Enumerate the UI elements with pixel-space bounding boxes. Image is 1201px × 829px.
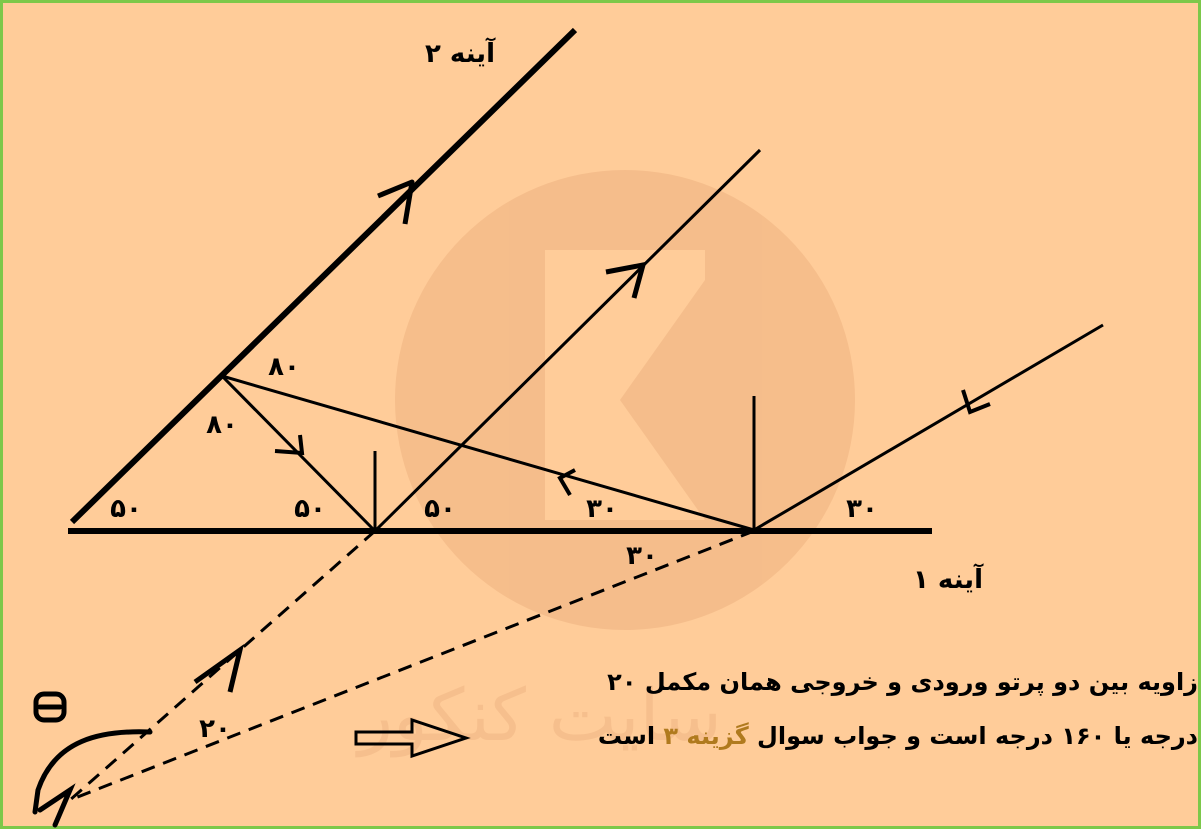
- angle-label-left-80: ۸۰: [206, 410, 238, 440]
- dashed-extension-in: [69, 529, 755, 802]
- incident-ray: [753, 323, 1104, 532]
- explanation-line-2-part-1: درجه یا ۱۶۰ درجه است و جواب سوال: [749, 722, 1198, 750]
- ray-arrow-mirror2: [377, 179, 415, 225]
- reflected-ray-1: [221, 374, 755, 532]
- outgoing-ray-arrow: [605, 261, 647, 299]
- angle-label-midleft-50: ۵۰: [294, 494, 326, 524]
- reflected-ray-1-arrow: [557, 468, 576, 497]
- explanation-line-1: زاویه بین دو پرتو ورودی و خروجی همان مکم…: [607, 668, 1198, 696]
- outgoing-ray: [373, 148, 762, 533]
- angle-label-below-30: ۳۰: [626, 541, 658, 571]
- angle-label-bottom-20: ۲۰: [199, 714, 231, 744]
- explanation-line-2-part-3: است: [598, 722, 664, 750]
- reflected-ray-2-arrow: [274, 434, 305, 456]
- angle-label-ray-30: ۳۰: [586, 494, 618, 524]
- answer-option-highlight: گزینه ۳: [663, 722, 748, 750]
- dashed-arrow: [193, 644, 244, 693]
- watermark-text: سایت کنکور: [355, 673, 722, 758]
- mirror-2-label: آینه ۲: [425, 37, 496, 69]
- angle-label-midright-50: ۵۰: [424, 494, 456, 524]
- hollow-arrow: [354, 717, 471, 759]
- angle-label-top-80: ۸۰: [268, 352, 300, 382]
- mirror-2: [69, 27, 578, 525]
- incident-ray-arrow: [961, 389, 991, 415]
- mirror-1-label: آینه ۱: [913, 563, 984, 595]
- angle-label-right-30: ۳۰: [846, 494, 878, 524]
- observer-sketch: [32, 691, 153, 828]
- explanation-line-2: درجه یا ۱۶۰ درجه است و جواب سوال گزینه ۳…: [598, 722, 1198, 750]
- watermark-logo: [395, 170, 855, 630]
- angle-label-corner-50: ۵۰: [110, 494, 142, 524]
